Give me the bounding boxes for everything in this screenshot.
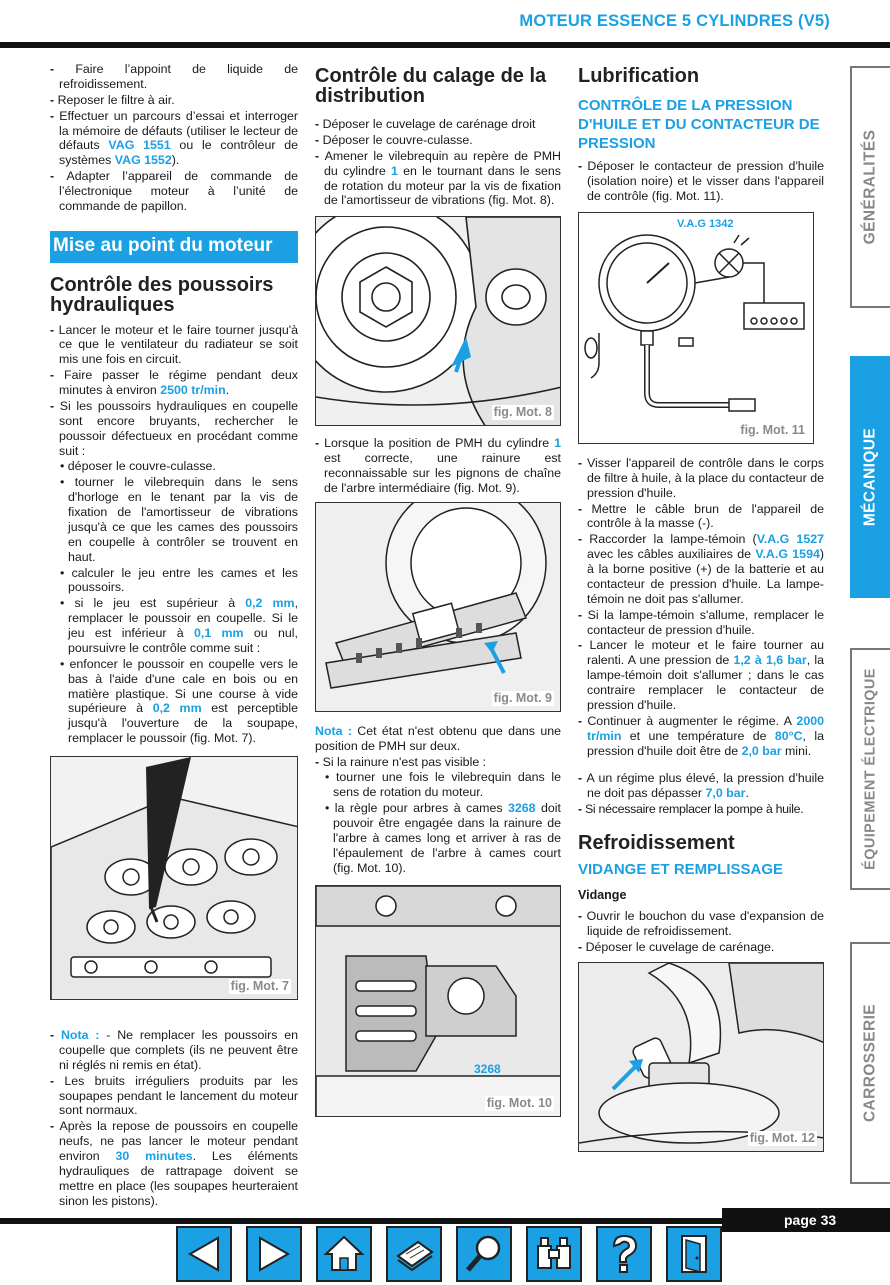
text-item: Lancer le moteur et le faire tourner jus… (50, 323, 298, 368)
note: Nota : - Ne remplacer les poussoirs en c… (50, 1028, 298, 1073)
question-mark-icon (612, 1234, 638, 1273)
text-item: Amener le vilebrequin au repère de PMH d… (315, 149, 561, 209)
text-item: Déposer le cuvelage de carénage droit (315, 117, 561, 132)
text-item: Les bruits irréguliers produits par les … (50, 1074, 298, 1119)
figure-mot-8: fig. Mot. 8 (315, 216, 561, 427)
bullet-item: la règle pour arbres à cames 3268 doit p… (315, 801, 561, 875)
bullet-item: tourner une fois le vilebrequin dans le … (315, 770, 561, 800)
tab-mecanique[interactable]: MÉCANIQUE (850, 356, 890, 598)
tool-label: 3268 (474, 1062, 501, 1076)
search-button[interactable] (456, 1226, 512, 1282)
coolant-tank-illustration (579, 963, 823, 1152)
text-item: Continuer à augmenter le régime. A 2000 … (578, 714, 824, 759)
figure-caption: fig. Mot. 7 (228, 979, 291, 995)
tab-generalites[interactable]: GÉNÉRALITÉS (850, 66, 890, 308)
home-button[interactable] (316, 1226, 372, 1282)
figure-mot-10: 3268 fig. Mot. 10 (315, 884, 561, 1117)
text-item: Lorsque la position de PMH du cylindre 1… (315, 436, 561, 496)
previous-page-button[interactable] (176, 1226, 232, 1282)
text-item: Faire passer le régime pendant deux minu… (50, 368, 298, 398)
arrow-right-icon (259, 1236, 291, 1272)
home-icon (323, 1235, 365, 1271)
column-3: Lubrification CONTRÔLE DE LA PRESSION D'… (578, 62, 825, 1153)
figure-caption: fig. Mot. 9 (491, 690, 554, 706)
bottom-rule (0, 1218, 890, 1224)
note: Nota : Cet état n'est obtenu que dans un… (315, 723, 561, 753)
exit-door-icon (681, 1235, 707, 1273)
section-heading: Refroidissement (578, 832, 735, 854)
camshaft-ruler-illustration: 3268 (316, 885, 560, 1116)
text-item: Reposer le filtre à air. (50, 93, 298, 108)
figure-caption: fig. Mot. 10 (484, 1095, 554, 1111)
help-button[interactable] (596, 1226, 652, 1282)
next-page-button[interactable] (246, 1226, 302, 1282)
text-item: Si la rainure n'est pas visible : (315, 755, 561, 770)
contents-button[interactable] (386, 1226, 442, 1282)
text-item: Ouvrir le bouchon du vase d'expansion de… (578, 909, 824, 939)
chain-sprocket-illustration (316, 502, 560, 711)
figure-caption: fig. Mot. 12 (747, 1131, 817, 1147)
text-item: Si les poussoirs hydrauliques en coupell… (50, 399, 298, 459)
text-item: Effectuer un parcours d’essai et interro… (50, 109, 298, 169)
text-item: A un régime plus élevé, la pression d'hu… (578, 771, 825, 801)
document-stack-icon (396, 1240, 434, 1272)
crankshaft-pulley-illustration (316, 217, 560, 426)
text-item: Adapter l’appareil de commande de l’élec… (50, 169, 298, 214)
oil-pressure-tester-illustration: V.A.G 1342 (579, 212, 813, 443)
camshaft-illustration (51, 757, 297, 1000)
bullet-item: calculer le jeu entre les cames et les p… (50, 566, 298, 596)
arrow-left-icon (187, 1236, 219, 1272)
minor-heading: Vidange (578, 887, 627, 902)
section-banner: Mise au point du moteur (50, 230, 298, 263)
figure-mot-9: fig. Mot. 9 (315, 501, 561, 712)
tool-label: V.A.G 1342 (677, 218, 733, 230)
section-heading: Contrôle des poussoirs hydrauliques (50, 273, 274, 316)
top-rule (0, 42, 890, 48)
section-heading: Lubrification (578, 65, 700, 87)
column-1: Faire l’appoint de liquide de refroidiss… (50, 62, 298, 1210)
binoculars-icon (537, 1237, 571, 1269)
figure-mot-7: fig. Mot. 7 (50, 756, 298, 1001)
tab-equipement-electrique[interactable]: ÉQUIPEMENT ÉLECTRIQUE (850, 648, 890, 890)
text-item: Visser l'appareil de contrôle dans le co… (578, 456, 824, 501)
text-item: Si la lampe-témoin s'allume, remplacer l… (578, 608, 824, 638)
bullet-item: enfoncer le poussoir en coupelle vers le… (50, 657, 298, 746)
column-2: Contrôle du calage de la distribution Dé… (315, 62, 561, 1117)
tab-carrosserie[interactable]: CARROSSERIE (850, 942, 890, 1184)
figure-mot-11: V.A.G 1342 fig. Mot. 11 (578, 211, 814, 444)
index-button[interactable] (526, 1226, 582, 1282)
bullet-item: déposer le couvre-culasse. (50, 459, 298, 474)
text-item: Raccorder la lampe-témoin (V.A.G 1527 av… (578, 532, 824, 606)
text-item: Après la repose de poussoirs en coupelle… (50, 1119, 298, 1208)
text-item: Déposer le couvre-culasse. (315, 133, 561, 148)
bullet-item: tourner le vilebrequin dans le sens d'ho… (50, 475, 298, 564)
text-item: Mettre le câble brun de l'appareil de co… (578, 502, 824, 532)
page-header-title: MOTEUR ESSENCE 5 CYLINDRES (V5) (519, 12, 830, 30)
text-item: Déposer le cuvelage de carénage. (578, 940, 824, 955)
figure-mot-12: fig. Mot. 12 (578, 962, 824, 1153)
magnifier-icon (466, 1235, 501, 1272)
subsection-heading: VIDANGE ET REMPLISSAGE (578, 861, 784, 878)
exit-button[interactable] (666, 1226, 722, 1282)
navigation-bar (176, 1226, 722, 1282)
section-heading: Contrôle du calage de la distribution (315, 65, 547, 107)
text-item: Faire l’appoint de liquide de refroidiss… (50, 62, 298, 92)
page-number: page 33 (722, 1208, 890, 1232)
text-item: Déposer le contacteur de pression d'huil… (578, 159, 824, 204)
text-item: Lancer le moteur et le faire tourner au … (578, 638, 824, 712)
text-item: Si nécessaire remplacer la pompe à huile… (578, 802, 824, 817)
figure-caption: fig. Mot. 8 (491, 405, 554, 421)
subsection-heading: CONTRÔLE DE LA PRESSION D'HUILE ET DU CO… (578, 97, 820, 152)
figure-caption: fig. Mot. 11 (738, 422, 807, 438)
bullet-item: si le jeu est supérieur à 0,2 mm, rempla… (50, 596, 298, 656)
